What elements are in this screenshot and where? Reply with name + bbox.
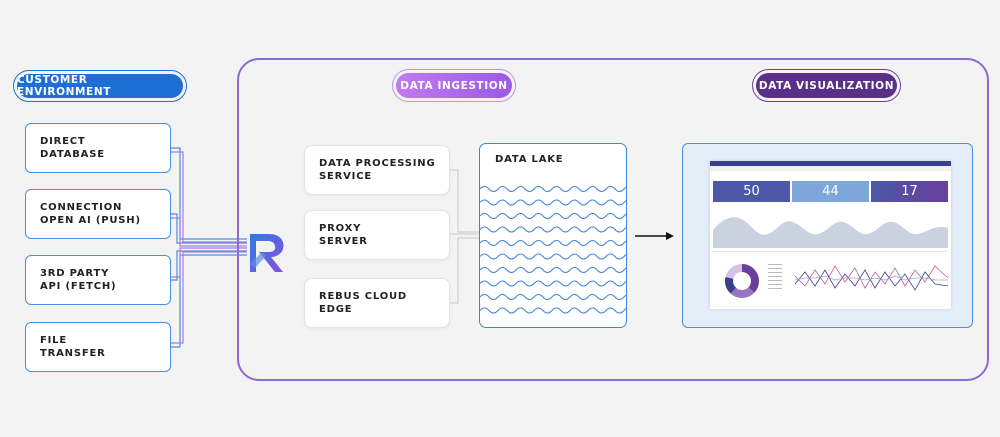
kpi-card-2: 44 xyxy=(792,181,869,202)
arrow-icon xyxy=(635,232,674,240)
wave-line xyxy=(480,185,626,193)
service-data-processing: DATA PROCESSING SERVICE xyxy=(304,145,450,195)
source-label-line2: TRANSFER xyxy=(40,348,106,359)
wave-line xyxy=(480,266,626,274)
source-file-transfer: FILE TRANSFER xyxy=(25,322,171,372)
donut-legend xyxy=(768,264,782,290)
service-rebus-cloud-edge: REBUS CLOUD EDGE xyxy=(304,278,450,328)
area-chart xyxy=(713,217,948,248)
data-ingestion-pill-outline xyxy=(392,69,516,102)
wave-line xyxy=(480,239,626,247)
service-proxy-server: PROXY SERVER xyxy=(304,210,450,260)
kpi-card-3: 17 xyxy=(871,181,948,202)
source-label-line1: CONNECTION xyxy=(40,202,123,213)
line-chart xyxy=(795,265,948,291)
data-visualization-pill-outline xyxy=(752,69,901,102)
source-label-line2: DATABASE xyxy=(40,149,105,160)
platform-frame xyxy=(237,58,989,381)
service-label-line2: SERVICE xyxy=(319,171,372,182)
source-label-line2: OPEN AI (PUSH) xyxy=(40,215,141,226)
source-label-line1: DIRECT xyxy=(40,136,86,147)
source-3rd-party-api: 3RD PARTY API (FETCH) xyxy=(25,255,171,305)
service-label-line2: EDGE xyxy=(319,304,353,315)
dashboard-toolbar xyxy=(710,166,951,171)
chart-divider xyxy=(713,251,948,252)
source-direct-database: DIRECT DATABASE xyxy=(25,123,171,173)
service-label-line1: REBUS CLOUD xyxy=(319,291,408,302)
source-label-line1: FILE xyxy=(40,335,67,346)
service-label-line1: PROXY xyxy=(319,223,362,234)
rebus-logo-icon xyxy=(250,234,284,272)
wave-pattern xyxy=(480,185,626,314)
data-lake: DATA LAKE xyxy=(479,143,627,328)
wave-line xyxy=(480,199,626,206)
customer-environment-pill-outline xyxy=(13,70,187,102)
wave-line xyxy=(480,226,626,233)
service-label-line1: DATA PROCESSING xyxy=(319,158,436,169)
dashboard-screenshot: 50 44 17 xyxy=(710,161,951,309)
wave-line xyxy=(480,307,626,314)
wave-line xyxy=(480,293,626,301)
dashboard-header-bar xyxy=(710,161,951,166)
wave-line xyxy=(480,212,626,220)
donut-chart xyxy=(725,264,759,298)
kpi-card-1: 50 xyxy=(713,181,790,202)
wave-line xyxy=(480,253,626,260)
source-label-line2: API (FETCH) xyxy=(40,281,117,292)
wave-line xyxy=(480,280,626,287)
source-connection-open-ai: CONNECTION OPEN AI (PUSH) xyxy=(25,189,171,239)
data-ingestion-label: DATA INGESTION xyxy=(396,73,512,98)
data-lake-title: DATA LAKE xyxy=(495,154,564,165)
service-label-line2: SERVER xyxy=(319,236,368,247)
source-label-line1: 3RD PARTY xyxy=(40,268,110,279)
dashboard-preview: 50 44 17 xyxy=(682,143,973,328)
customer-environment-label: CUSTOMER ENVIRONMENT xyxy=(17,74,183,98)
data-visualization-label: DATA VISUALIZATION xyxy=(756,73,897,98)
